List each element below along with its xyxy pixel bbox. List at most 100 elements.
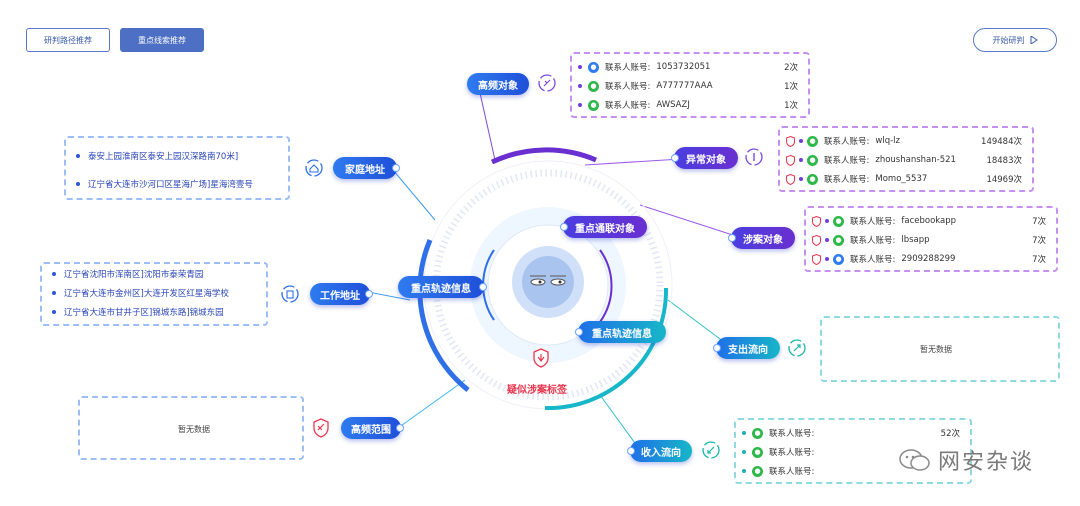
bullet	[825, 238, 829, 242]
address-item[interactable]: 辽宁省沈阳市浑南区]沈阳市泰荣青园	[52, 268, 203, 280]
path-recommend-button[interactable]: 研判路径推荐	[26, 28, 110, 52]
list-item[interactable]: ● 联系人账号: 52次	[736, 424, 970, 442]
start-analysis-button[interactable]: 开始研判	[973, 28, 1057, 52]
node-dot	[560, 223, 568, 231]
bullet	[578, 103, 582, 107]
list-item[interactable]: ● 联系人账号: Momo_5537 14969次	[780, 170, 1032, 188]
involved-card: ● 联系人账号: facebookapp 7次 ● 联系人账号: lbsapp …	[804, 206, 1058, 272]
bullet	[799, 158, 803, 162]
start-analysis-label: 开始研判	[992, 35, 1025, 45]
list-item[interactable]: ● 联系人账号:	[736, 462, 970, 480]
item-count: 2次	[784, 63, 798, 73]
suspect-tag-label: 疑似涉案标签	[507, 385, 567, 396]
node-dot	[575, 328, 583, 336]
wechat-icon: ●	[752, 427, 763, 439]
node-frequent-range-label: 高频范围	[351, 424, 391, 436]
frequent-range-card: 暂无数据	[78, 396, 304, 460]
inflow-icon	[702, 441, 720, 459]
item-label: 联系人账号:	[850, 217, 896, 227]
node-income-flow-label: 收入流向	[641, 447, 681, 459]
item-label: 联系人账号:	[605, 101, 651, 111]
bullet	[799, 177, 803, 181]
bullet	[825, 219, 829, 223]
abnormal-card: ● 联系人账号: wlq-lz 149484次 ● 联系人账号: zhousha…	[778, 126, 1034, 192]
address-text: 辽宁省大连市甘井子区]锦城东路]锦城东园	[64, 308, 224, 318]
key-track-left-node[interactable]: 重点轨迹信息	[398, 276, 487, 298]
high-frequency-card: ● 联系人账号: 1053732051 2次 ● 联系人账号: A777777A…	[570, 52, 810, 118]
list-item[interactable]: ● 联系人账号: AWSAZJ 1次	[572, 96, 808, 114]
bullet	[52, 272, 56, 276]
bullet	[578, 84, 582, 88]
list-item[interactable]: ● 联系人账号: 2909288299 7次	[806, 250, 1056, 268]
node-income-flow[interactable]: 收入流向	[627, 440, 692, 462]
item-count: 18483次	[986, 156, 1022, 166]
watermark-text: 网安杂谈	[938, 450, 1035, 475]
address-text: 泰安上园淮南区泰安上园汉深路南70米]	[88, 152, 239, 162]
node-abnormal[interactable]: 异常对象	[671, 147, 738, 169]
list-item[interactable]: ● 联系人账号: A777777AAA 1次	[572, 77, 808, 95]
alert-icon	[745, 148, 763, 166]
home-address-card: 泰安上园淮南区泰安上园汉深路南70米] 辽宁省大连市沙河口区星海广场]星海湾壹号	[64, 136, 290, 200]
item-label: 联系人账号:	[850, 255, 896, 265]
item-account: wlq-lz	[875, 136, 900, 146]
address-text: 辽宁省大连市沙河口区星海广场]星海湾壹号	[88, 180, 253, 190]
list-item[interactable]: ● 联系人账号: zhoushanshan-521 18483次	[780, 151, 1032, 169]
node-involved-label: 涉案对象	[743, 234, 783, 246]
play-triangle-icon	[1030, 36, 1038, 44]
item-label: 联系人账号:	[605, 82, 651, 92]
list-item[interactable]: ● 联系人账号: facebookapp 7次	[806, 212, 1056, 230]
wechat-icon: ●	[752, 465, 763, 477]
wechat-icon: ●	[833, 215, 844, 227]
node-high-frequency-label: 高频对象	[478, 80, 518, 92]
shield-icon	[786, 154, 795, 166]
node-dot	[671, 154, 679, 162]
wechat-icon: ●	[807, 173, 818, 185]
node-high-frequency[interactable]: 高频对象	[467, 73, 529, 95]
list-item[interactable]: ● 联系人账号: 1053732051 2次	[572, 58, 808, 76]
item-count: 7次	[1032, 217, 1046, 227]
node-dot	[713, 344, 721, 352]
node-work-address[interactable]: 工作地址	[310, 283, 373, 305]
bullet	[76, 182, 80, 186]
bullet	[742, 431, 746, 435]
address-item[interactable]: 辽宁省大连市金州区]大连开发区红星海学校	[52, 287, 229, 299]
item-account: zhoushanshan-521	[875, 155, 956, 165]
item-label: 联系人账号:	[605, 63, 651, 73]
node-expense-flow[interactable]: 支出流向	[713, 337, 780, 359]
list-item[interactable]: ● 联系人账号: wlq-lz 149484次	[780, 132, 1032, 150]
income-flow-card: ● 联系人账号: 52次 ● 联系人账号: ● 联系人账号:	[734, 418, 972, 484]
wechat-icon: ●	[588, 99, 599, 111]
node-involved[interactable]: 涉案对象	[728, 227, 795, 249]
address-item[interactable]: 辽宁省大连市甘井子区]锦城东路]锦城东园	[52, 306, 224, 318]
item-label: 联系人账号:	[850, 236, 896, 246]
shield-icon	[786, 173, 795, 185]
item-account: lbsapp	[901, 235, 930, 245]
node-dot	[479, 283, 487, 291]
empty-text: 暂无数据	[178, 425, 210, 434]
node-frequent-range[interactable]: 高频范围	[341, 417, 404, 439]
track-recommend-button[interactable]: 重点线索推荐	[120, 28, 204, 52]
node-dot	[627, 447, 635, 455]
address-item[interactable]: 泰安上园淮南区泰安上园汉深路南70米]	[76, 150, 238, 162]
item-count: 1次	[784, 101, 798, 111]
item-account: 1053732051	[656, 62, 711, 72]
node-home-address[interactable]: 家庭地址	[333, 157, 400, 179]
node-dot	[728, 234, 736, 242]
wechat-icon: ●	[588, 80, 599, 92]
bullet	[742, 469, 746, 473]
qq-icon: ●	[588, 61, 599, 73]
work-address-card: 辽宁省沈阳市浑南区]沈阳市泰荣青园 辽宁省大连市金州区]大连开发区红星海学校 辽…	[40, 262, 268, 326]
item-account: Momo_5537	[875, 174, 928, 184]
address-item[interactable]: 辽宁省大连市沙河口区星海广场]星海湾壹号	[76, 178, 253, 190]
item-label: 联系人账号:	[769, 429, 815, 439]
item-label: 联系人账号:	[824, 137, 870, 147]
key-contact-node[interactable]: 重点通联对象	[560, 216, 647, 238]
bullet	[52, 291, 56, 295]
node-dot	[365, 290, 373, 298]
node-work-address-label: 工作地址	[320, 290, 360, 302]
key-track-right-node[interactable]: 重点轨迹信息	[575, 321, 666, 343]
bullet	[52, 310, 56, 314]
outflow-icon	[788, 339, 806, 357]
list-item[interactable]: ● 联系人账号: lbsapp 7次	[806, 231, 1056, 249]
list-item[interactable]: ● 联系人账号:	[736, 443, 970, 461]
